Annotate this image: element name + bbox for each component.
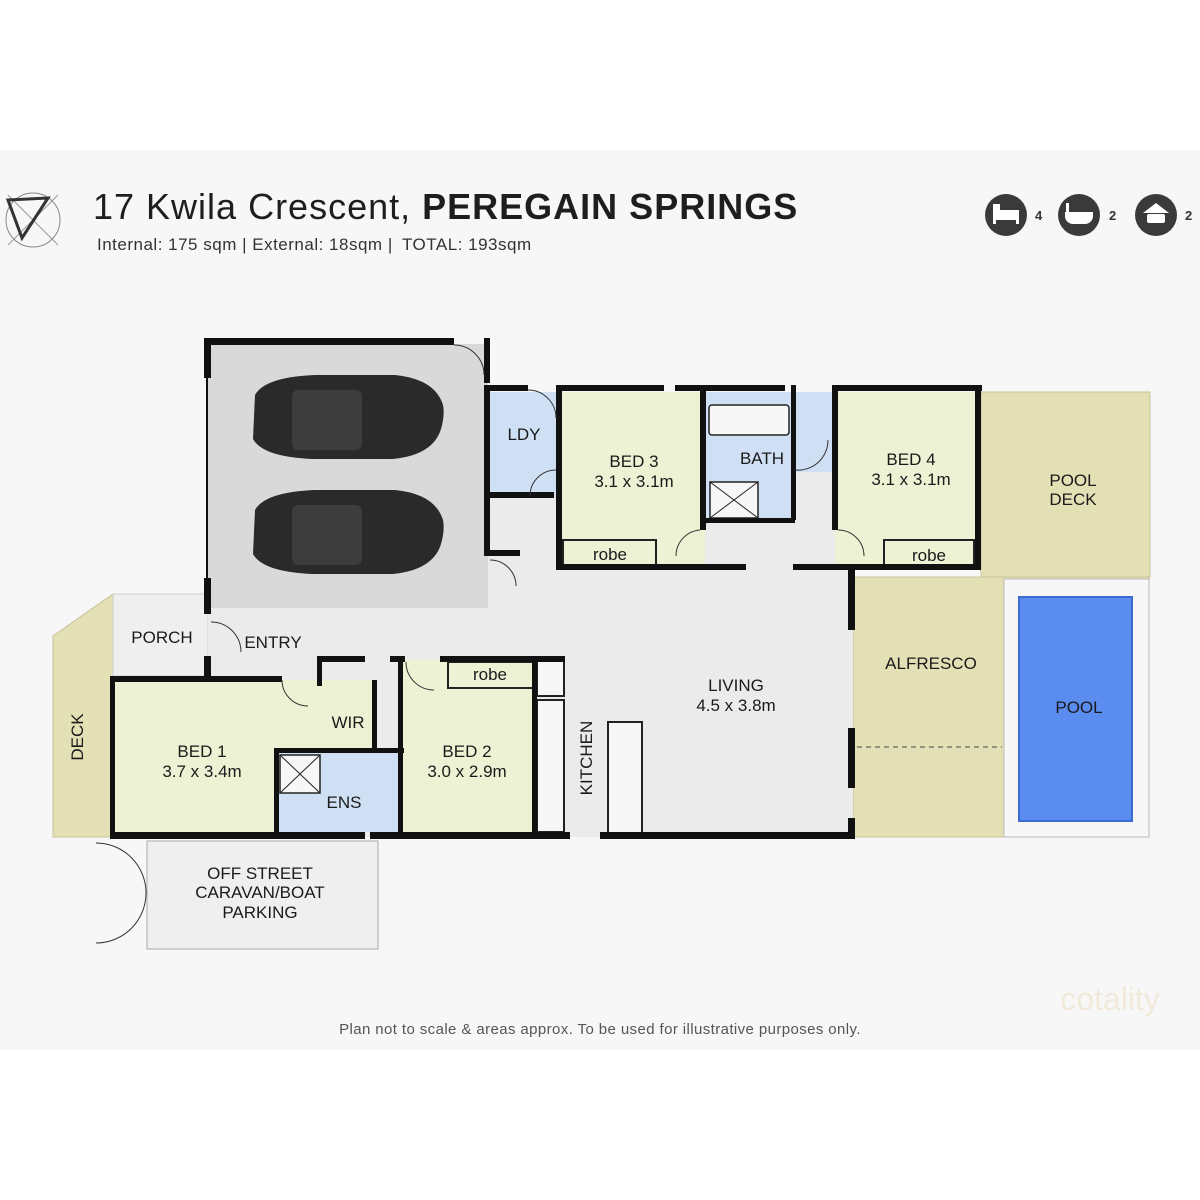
bed2-size: 3.0 x 2.9m: [427, 762, 506, 781]
deck-label: DECK: [68, 713, 87, 761]
bed4-size: 3.1 x 3.1m: [871, 470, 950, 489]
kitchen-bench: [536, 699, 565, 833]
bed2-robe-label: robe: [473, 665, 507, 684]
parking-label-1: OFF STREET: [207, 864, 313, 883]
wir-label: WIR: [331, 713, 364, 732]
car-icon: [253, 490, 444, 574]
area-separator: |: [387, 235, 393, 254]
pool: [1018, 596, 1133, 822]
compass-logo-icon: [5, 192, 61, 248]
bed1-label: BED 1: [177, 742, 226, 761]
bed4-robe-label: robe: [912, 546, 946, 565]
alfresco-label: ALFRESCO: [885, 654, 977, 673]
ldy-label: LDY: [507, 425, 540, 444]
disclaimer: Plan not to scale & areas approx. To be …: [339, 1021, 861, 1038]
pool-label: POOL: [1055, 698, 1102, 717]
bed3-size: 3.1 x 3.1m: [594, 472, 673, 491]
kitchen-label: KITCHEN: [577, 721, 596, 796]
entry-label: ENTRY: [244, 633, 301, 652]
bed3-floor: [560, 392, 705, 567]
car-icon: [253, 375, 444, 459]
living-label: LIVING: [708, 676, 764, 695]
wir-floor: [276, 680, 376, 752]
area-separator: |: [242, 235, 248, 254]
parking-label-3: PARKING: [222, 903, 297, 922]
bathroom-count-icon: [1058, 194, 1100, 236]
bed1-floor: [113, 680, 276, 837]
bed4-label: BED 4: [886, 450, 935, 469]
address-suburb: PEREGAIN SPRINGS: [422, 186, 799, 227]
internal-area: Internal: 175 sqm: [97, 235, 237, 254]
parking-area: [146, 840, 379, 950]
watermark-logo: cotality: [1060, 981, 1160, 1017]
wc-floor: [793, 392, 835, 472]
garage-count-icon: [1135, 194, 1177, 236]
living-size: 4.5 x 3.8m: [696, 696, 775, 715]
bedroom-count-icon: [985, 194, 1027, 236]
bed4-floor: [835, 392, 976, 567]
pool-deck-label-2: DECK: [1049, 490, 1097, 509]
area-summary: Internal: 175 sqm | External: 18sqm | TO…: [97, 235, 532, 255]
address-street: 17 Kwila Crescent,: [93, 186, 423, 227]
bed1-size: 3.7 x 3.4m: [162, 762, 241, 781]
external-area: External: 18sqm: [252, 235, 383, 254]
bedroom-count: 4: [1035, 208, 1043, 223]
porch-label: PORCH: [131, 628, 192, 647]
bathroom-count: 2: [1109, 208, 1116, 223]
laundry-floor: [488, 392, 560, 498]
bath-label: BATH: [740, 449, 784, 468]
property-title: 17 Kwila Crescent, PEREGAIN SPRINGS: [93, 186, 798, 228]
bathtub: [708, 404, 790, 436]
pool-deck-label-1: POOL: [1049, 471, 1096, 490]
bed3-robe-label: robe: [593, 545, 627, 564]
parking-label-2: CARAVAN/BOAT: [195, 883, 324, 902]
garage-count: 2: [1185, 208, 1192, 223]
pool-deck-area: [980, 391, 1151, 578]
kitchen-island: [607, 721, 643, 835]
door-swings: [95, 344, 865, 944]
bed2-label: BED 2: [442, 742, 491, 761]
walls: [110, 338, 982, 839]
porch-area: [112, 593, 209, 677]
total-area: TOTAL: 193sqm: [401, 235, 532, 254]
bed3-label: BED 3: [609, 452, 658, 471]
ens-label: ENS: [327, 793, 362, 812]
